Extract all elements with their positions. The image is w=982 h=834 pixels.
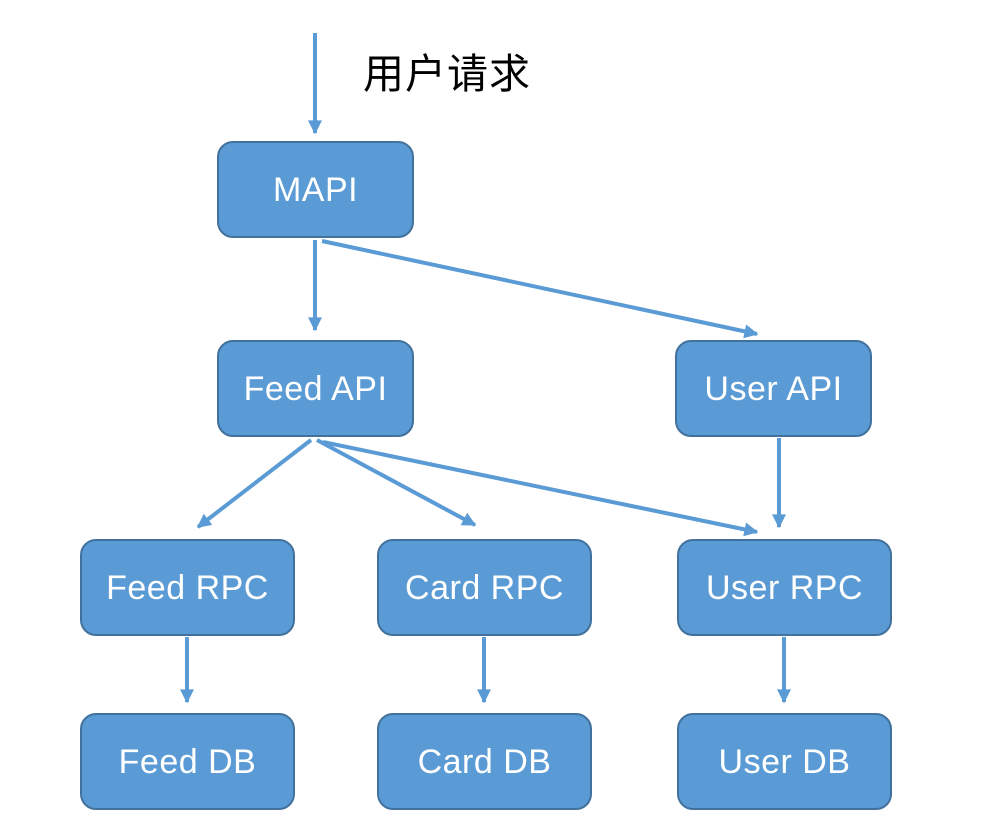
node-card-db: Card DB [377,713,592,810]
node-card-rpc: Card RPC [377,539,592,636]
edge-feed-api-user-rpc [322,440,759,537]
edge-feed-api-card-rpc [316,438,477,527]
node-feed-db: Feed DB [80,713,295,810]
edge-feed-api-feed-rpc [196,438,313,529]
node-feed-rpc: Feed RPC [80,539,295,636]
edge-mapi-user-api [321,239,759,339]
node-mapi: MAPI [217,141,414,238]
node-user-api: User API [675,340,872,437]
user-request-label: 用户请求 [363,51,531,97]
node-user-rpc: User RPC [677,539,892,636]
node-feed-api: Feed API [217,340,414,437]
node-user-db: User DB [677,713,892,810]
